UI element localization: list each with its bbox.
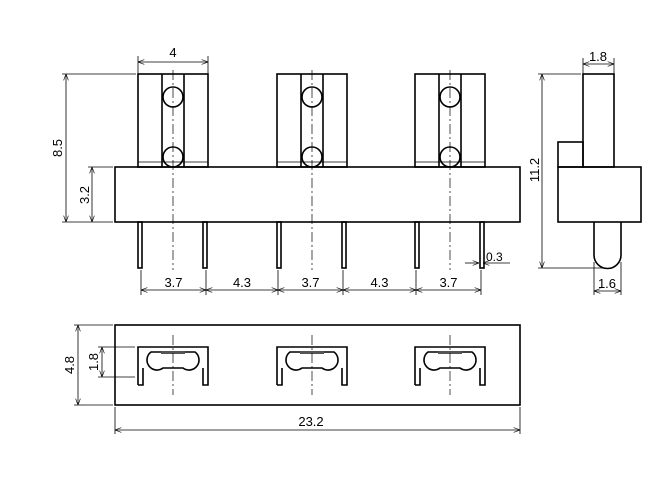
contact-top [137, 335, 209, 395]
contact-top [414, 335, 486, 395]
dim-pitch: 4.3 [370, 275, 388, 290]
pin [276, 221, 282, 269]
contact-tower [276, 70, 348, 270]
dim-top-width: 1.8 [589, 49, 607, 64]
dim-total-height: 8.5 [50, 139, 65, 157]
dim-pitch: 3.7 [439, 275, 457, 290]
dim-tower-width: 4 [169, 45, 176, 60]
dim-side-height: 11.2 [527, 158, 542, 182]
contact-tower [137, 70, 209, 270]
front-view: 4 8.5 3.2 3.7 4.3 3.7 4.3 3.7 0.3 [50, 45, 521, 295]
dim-pitch: 4.3 [233, 275, 251, 290]
dim-base-height: 3.2 [77, 186, 92, 204]
dim-pin-thickness: 0.3 [486, 250, 503, 264]
pin [341, 221, 347, 269]
contact-top [276, 335, 348, 395]
dim-pitch: 3.7 [301, 275, 319, 290]
dim-contact-depth: 1.8 [86, 353, 101, 371]
pin [202, 221, 208, 269]
pin [414, 221, 420, 269]
housing-base [114, 166, 521, 223]
dim-pitch: 3.7 [164, 275, 182, 290]
pin [479, 221, 485, 269]
contact-tower [414, 70, 486, 270]
dim-pin-width: 1.6 [598, 276, 616, 291]
top-view: 4.8 1.8 23.2 [62, 324, 521, 434]
side-view: 1.8 11.2 1.6 [527, 49, 642, 295]
dim-total-length: 23.2 [298, 414, 323, 429]
dim-depth: 4.8 [62, 356, 77, 374]
pin [137, 221, 143, 269]
